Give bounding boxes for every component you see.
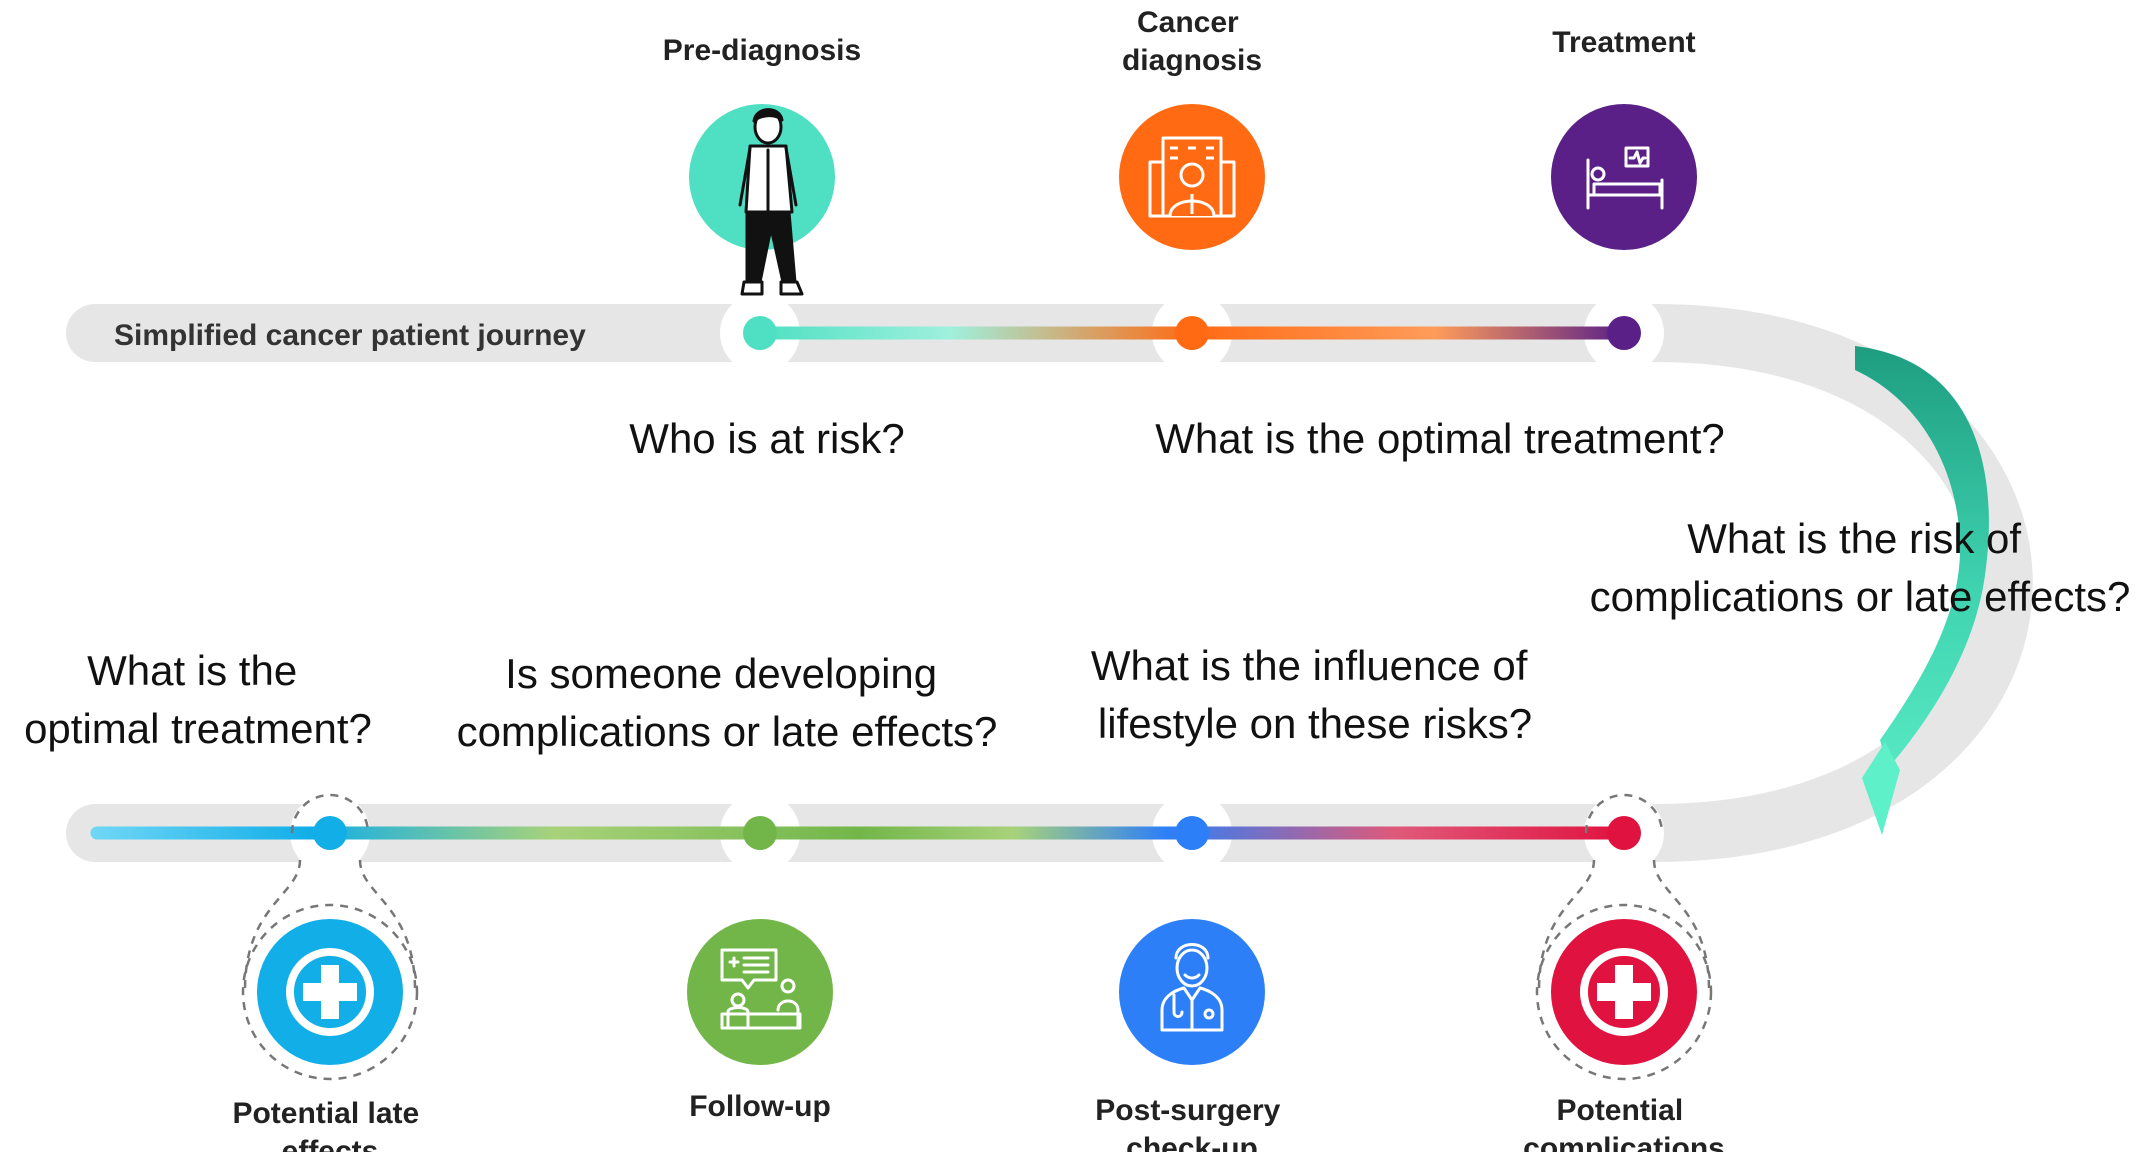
question-optimal-treatment-bottom: What is the optimal treatment? <box>24 647 372 752</box>
node-pre-diagnosis <box>743 316 777 350</box>
stage-cancer-diagnosis: Cancer diagnosis <box>1119 6 1265 250</box>
node-halos <box>290 293 1664 873</box>
node-late-effects <box>313 816 347 850</box>
question-lifestyle-influence: What is the influence of lifestyle on th… <box>1091 642 1539 747</box>
stage-post-surgery: Post-surgery check-up <box>1095 919 1288 1157</box>
label-late-effects: Potential late effects <box>232 1097 427 1152</box>
stage-potential-late-effects: Potential late effects <box>232 919 427 1157</box>
journey-title: Simplified cancer patient journey <box>114 319 586 352</box>
label-pre-diagnosis: Pre-diagnosis <box>663 34 861 67</box>
node-complications <box>1607 816 1641 850</box>
stage-follow-up: Follow-up <box>687 919 833 1123</box>
label-follow-up: Follow-up <box>689 1090 831 1123</box>
stage-pre-diagnosis: Pre-diagnosis <box>663 34 861 296</box>
stage-treatment: Treatment <box>1551 26 1697 250</box>
stage-circle-follow-up <box>687 919 833 1065</box>
person-icon <box>738 108 804 296</box>
label-post-surgery: Post-surgery check-up <box>1095 1094 1288 1152</box>
node-treatment <box>1607 316 1641 350</box>
question-complication-risk: What is the risk of complications or lat… <box>1590 515 2131 620</box>
label-cancer-diagnosis: Cancer diagnosis <box>1122 6 1262 77</box>
question-who-at-risk: Who is at risk? <box>629 415 904 462</box>
node-post-surgery <box>1175 816 1209 850</box>
journey-nodes <box>313 316 1641 850</box>
direction-arrow <box>1855 346 1989 835</box>
hospital-bed-icon <box>1586 146 1664 210</box>
stage-potential-complications: Potential complications <box>1523 919 1725 1157</box>
dashed-connector-late-effects <box>241 793 419 1081</box>
doctor-icon <box>1160 943 1224 1032</box>
node-follow-up <box>743 816 777 850</box>
hospital-doctor-icon <box>1148 136 1236 218</box>
label-treatment: Treatment <box>1552 26 1695 59</box>
medical-cross-icon <box>1580 948 1668 1036</box>
question-someone-developing: Is someone developing complications or l… <box>457 650 998 755</box>
stage-circle-treatment <box>1551 104 1697 250</box>
question-optimal-treatment-top: What is the optimal treatment? <box>1155 415 1725 462</box>
medical-cross-icon <box>286 948 374 1036</box>
dashed-connector-complications <box>1535 793 1713 1081</box>
label-complications: Potential complications <box>1523 1094 1725 1152</box>
stage-circle-post-surgery <box>1119 919 1265 1065</box>
node-cancer-diagnosis <box>1175 316 1209 350</box>
track-curve <box>1654 304 2033 862</box>
consultation-icon <box>720 948 802 1030</box>
